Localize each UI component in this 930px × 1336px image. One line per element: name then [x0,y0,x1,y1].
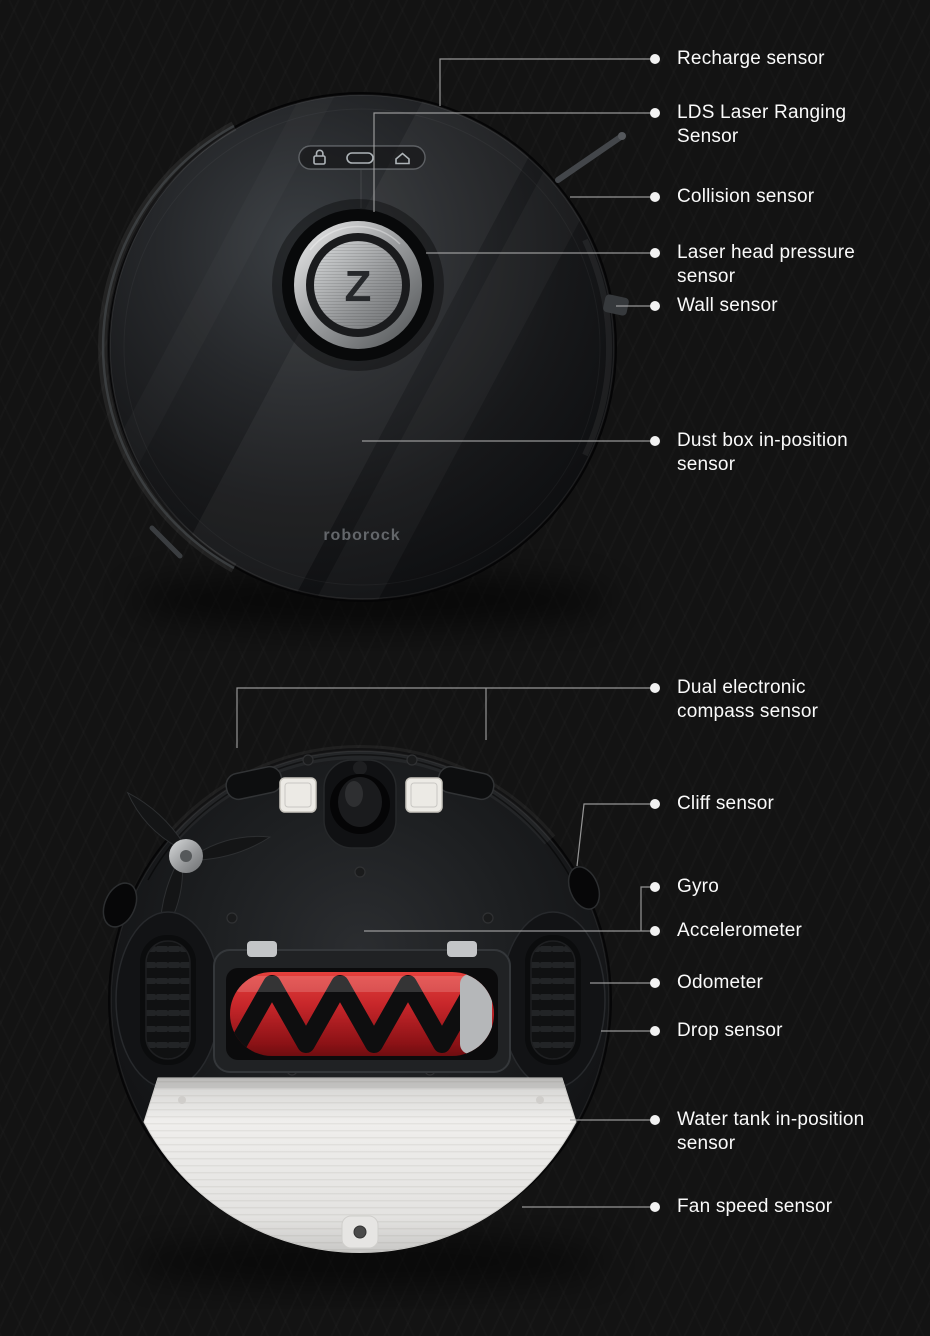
bullet-icon [650,301,660,311]
top-gloss-reflections [150,94,548,600]
bullet-icon [650,1202,660,1212]
label-gyro: Gyro [650,875,719,899]
label-cliff-sensor: Cliff sensor [650,792,774,816]
bullet-icon [650,192,660,202]
bullet-icon [650,436,660,446]
label-text: Odometer [677,972,764,993]
label-text: Accelerometer [677,920,803,941]
label-recharge-sensor: Recharge sensor [650,47,825,71]
label-text: Wall sensor [677,295,778,316]
lds-turret: Z [272,199,444,371]
bullet-icon [650,978,660,988]
cliff-sensor-window-left [279,777,317,813]
drive-wheel-right [500,911,606,1089]
line-recharge-sensor [439,58,652,106]
roborock-turret-logo: Z [345,262,372,311]
label-water-tank-sensor: Water tank in-position sensor [650,1108,864,1156]
line-cliff-sensor [576,803,652,867]
bullet-icon [650,108,660,118]
mop-plate [143,1077,577,1253]
roborock-wordmark: roborock [323,527,400,544]
bumper-notch [149,525,183,559]
bullet-icon [650,1115,660,1125]
bullet-icon [650,54,660,64]
charging-contact-left [225,765,283,801]
line-lds-sensor [373,112,652,212]
label-text: Fan speed sensor [677,1196,833,1217]
label-laser-head-pressure-sensor: Laser head pressure sensor [650,241,855,289]
label-text: Drop sensor [677,1020,783,1041]
brush-latch-right[interactable] [447,941,477,957]
brush-chevrons [230,975,484,1053]
main-brush-assembly [213,941,511,1073]
caster-wheel [323,759,397,849]
bullet-icon [650,882,660,892]
label-compass-sensor: Dual electronic compass sensor [650,676,818,724]
bullet-icon [650,1026,660,1036]
child-lock-icon [313,149,326,165]
side-cliff-sensor-right [567,866,601,910]
label-accelerometer: Accelerometer [650,919,802,943]
label-dust-box-sensor: Dust box in-position sensor [650,429,848,477]
dock-home-icon [395,152,410,165]
label-text: Cliff sensor [677,793,775,814]
leader-lines [236,58,652,1208]
bullet-icon [650,683,660,693]
label-fan-speed-sensor: Fan speed sensor [650,1195,832,1219]
drive-wheel-left [115,911,221,1089]
wall-sensor-tab [603,294,629,316]
label-text: Collision sensor [677,186,815,207]
cliff-sensor-window-right [405,777,443,813]
label-text: Gyro [677,876,719,897]
robot-bottom-view [102,745,612,1288]
roller-end-cap [460,974,492,1054]
label-drop-sensor: Drop sensor [650,1019,783,1043]
bottom-view-shadow [130,1236,606,1288]
line-compass-sensor [236,687,652,748]
antenna [555,133,625,183]
bullet-icon [650,799,660,809]
label-wall-sensor: Wall sensor [650,294,778,318]
label-odometer: Odometer [650,971,763,995]
bottom-bumper-band [164,745,556,845]
line-gyro [640,886,652,931]
label-text: Dual electronic compass sensor [677,677,819,722]
bullet-icon [650,248,660,258]
charging-contact-right [437,765,495,801]
label-text: LDS Laser Ranging Sensor [677,102,847,147]
bullet-icon [650,926,660,936]
robot-top-view: Z roborock [98,92,629,628]
side-cliff-sensor-left [102,882,138,928]
label-collision-sensor: Collision sensor [650,185,814,209]
label-text: Laser head pressure sensor [677,242,856,287]
label-text: Water tank in-position sensor [677,1109,865,1154]
label-text: Recharge sensor [677,48,825,69]
label-text: Dust box in-position sensor [677,430,848,475]
top-buttons[interactable] [298,145,426,170]
power-button-icon [346,152,374,164]
label-lds-laser-ranging-sensor: LDS Laser Ranging Sensor [650,101,846,149]
brush-latch-left[interactable] [247,941,277,957]
